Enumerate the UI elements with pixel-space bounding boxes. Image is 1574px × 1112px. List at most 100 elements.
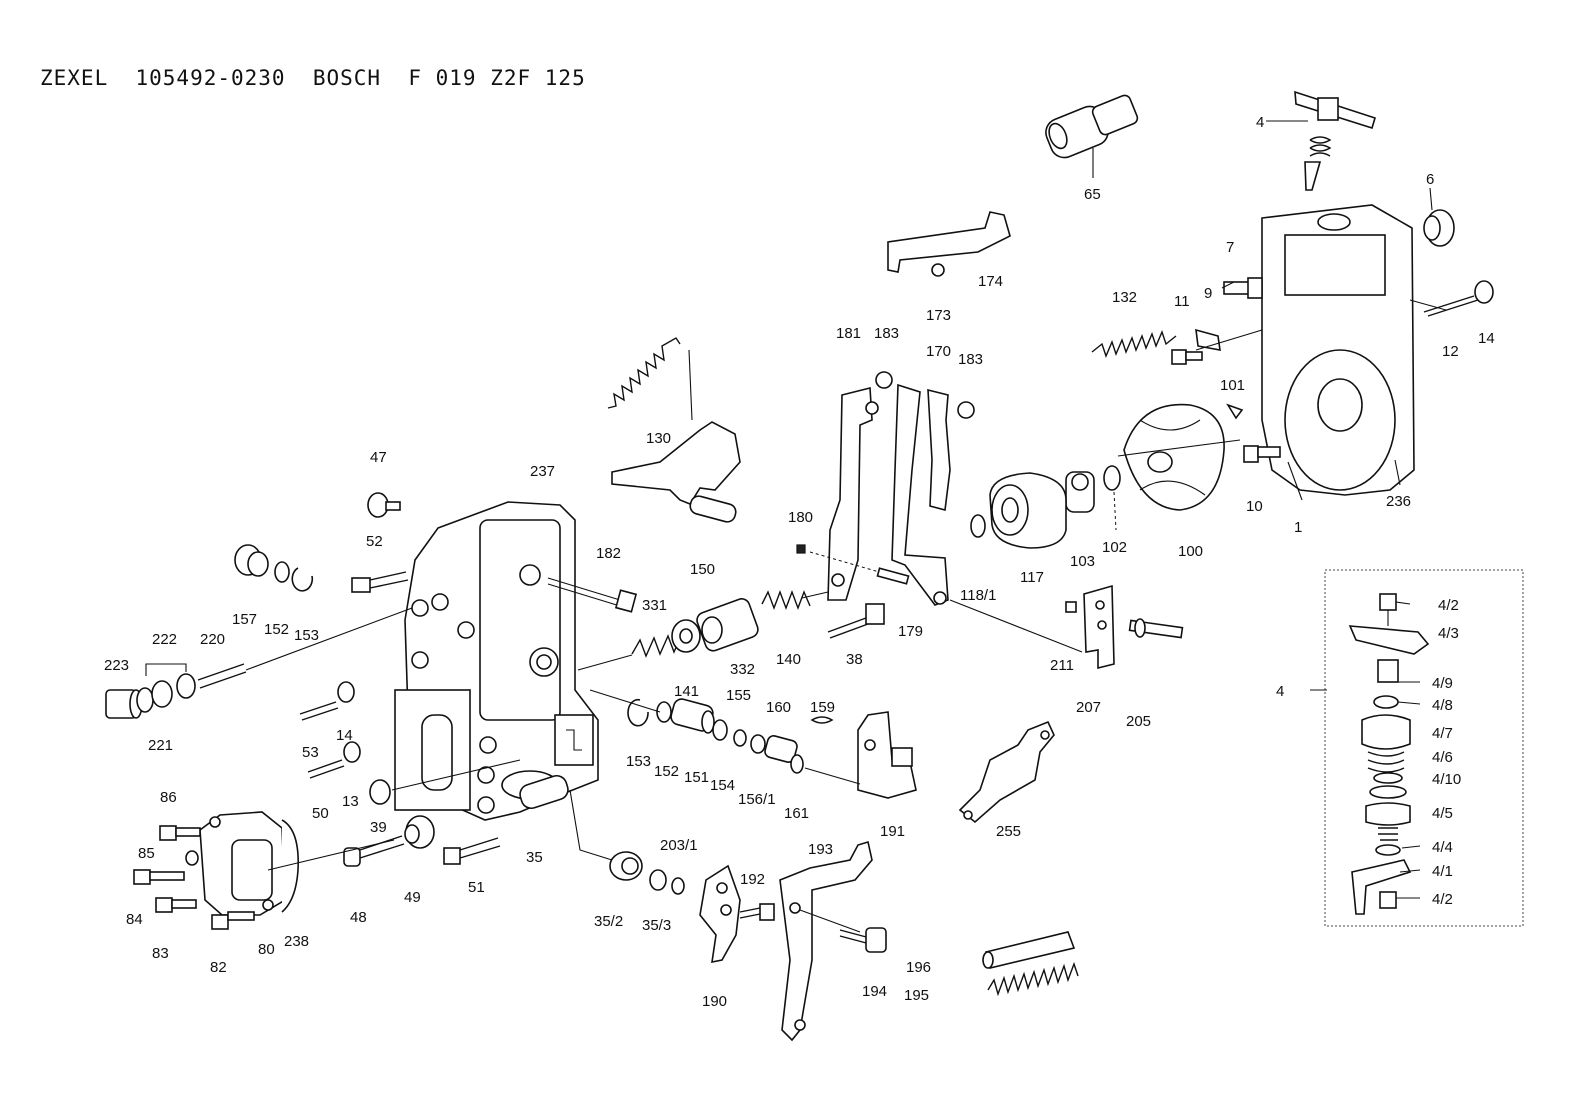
part-220-screw (197, 607, 413, 689)
label-180: 180 (788, 509, 813, 526)
part-86-bolt (159, 825, 201, 841)
part-160-sleeve (764, 735, 798, 763)
part-153-snap-ring (627, 698, 649, 727)
part-140-spring (761, 590, 829, 610)
label-12: 12 (1442, 343, 1459, 360)
label-152: 152 (654, 763, 679, 780)
label-39: 39 (370, 819, 387, 836)
part-170-corrector-lever (891, 383, 951, 606)
part-223-cap-nut (105, 689, 143, 719)
label-100: 100 (1178, 543, 1203, 560)
part-53-screw (299, 701, 339, 721)
label-117: 117 (1020, 569, 1044, 586)
label-151: 151 (684, 769, 709, 786)
part-192-bolt (739, 903, 775, 921)
label-159: 159 (810, 699, 835, 716)
label-53: 53 (302, 744, 319, 761)
label-35-2: 35/2 (594, 913, 623, 930)
part-132-spring (1091, 330, 1177, 358)
part-65-delivery-valve-holder (1045, 94, 1139, 178)
part-35-shaft (519, 774, 569, 810)
label-182: 182 (596, 545, 621, 562)
label-154: 154 (710, 777, 735, 794)
label-173: 173 (926, 307, 951, 324)
label-101: 101 (1220, 377, 1245, 394)
label-38: 38 (846, 651, 863, 668)
label-d4-3: 4/3 (1438, 625, 1459, 642)
part-80-cover (199, 811, 286, 916)
label-174: 174 (978, 273, 1003, 290)
label-14: 14 (1478, 330, 1495, 347)
part-82-bolt (211, 911, 255, 930)
label-65: 65 (1084, 186, 1101, 203)
label-183: 183 (874, 325, 899, 342)
part-47-bolt (367, 492, 401, 518)
label-196: 196 (906, 959, 931, 976)
part-190-stop-lever (699, 864, 741, 964)
part-183-ring (875, 371, 975, 419)
label-237: 237 (530, 463, 555, 480)
label-84: 84 (126, 911, 143, 928)
label-118-1: 118/1 (960, 587, 996, 604)
part-255-bracket (958, 720, 1055, 824)
label-193: 193 (808, 841, 833, 858)
label-d4-2b: 4/2 (1432, 891, 1453, 908)
part-51-bolt (443, 837, 501, 865)
label-170: 170 (926, 343, 951, 360)
part-161-washer (790, 754, 804, 774)
part-152-oring (274, 561, 290, 583)
part-150-control-lever (611, 421, 741, 523)
label-203-1: 203/1 (660, 837, 698, 854)
label-223: 223 (104, 657, 129, 674)
label-103: 103 (1070, 553, 1095, 570)
label-10: 10 (1246, 498, 1263, 515)
part-130-governor-spring (607, 337, 693, 421)
label-205: 205 (1126, 713, 1151, 730)
part-236-governor-housing (1261, 204, 1415, 496)
label-221: 221 (148, 737, 173, 754)
part-156-1-shim (750, 734, 766, 754)
label-153: 153 (626, 753, 651, 770)
part-labels: 4 65 6 7 174 173 132 11 9 12 14 181 183 … (104, 114, 1495, 1010)
label-48: 48 (350, 909, 367, 926)
label-207: 207 (1076, 699, 1101, 716)
part-154-washer (712, 719, 728, 741)
part-14-nut (337, 681, 355, 703)
part-49-nut (404, 815, 435, 849)
part-35-3-washer (649, 869, 667, 891)
part-11-bolt (1171, 349, 1203, 365)
label-7: 7 (1226, 239, 1234, 256)
part-174-link-lever (887, 211, 1011, 273)
label-d4-7: 4/7 (1432, 725, 1453, 742)
label-d4-4: 4/4 (1432, 839, 1453, 856)
part-39-nut (369, 779, 391, 805)
part-12-adjusting-screw (1423, 295, 1479, 317)
part-196-pipe (982, 931, 1076, 969)
part-84-bolt (133, 869, 185, 885)
label-47: 47 (370, 449, 387, 466)
label-191: 191 (880, 823, 905, 840)
label-52: 52 (366, 533, 383, 550)
part-207-bracket (1083, 584, 1115, 670)
label-238: 238 (284, 933, 309, 950)
label-132: 132 (1112, 289, 1137, 306)
label-d4-2: 4/2 (1438, 597, 1459, 614)
part-205-shaft (1128, 618, 1184, 639)
part-157-plug (234, 544, 269, 577)
part-181-tension-lever (827, 386, 879, 601)
page-title: ZEXEL 105492-0230 BOSCH F 019 Z2F 125 (40, 66, 586, 90)
label-d4-8: 4/8 (1432, 697, 1453, 714)
detail-leaders (1395, 601, 1421, 899)
label-153: 153 (294, 627, 319, 644)
part-48-screw (343, 835, 405, 867)
label-13: 13 (342, 793, 359, 810)
part-238-gasket (281, 819, 299, 913)
label-160: 160 (766, 699, 791, 716)
part-38-bolt (827, 603, 885, 639)
label-331: 331 (642, 597, 667, 614)
part-103-sleeve (1065, 471, 1095, 513)
label-49: 49 (404, 889, 421, 906)
label-d4: 4 (1276, 683, 1284, 700)
label-9: 9 (1204, 285, 1212, 302)
label-181: 181 (836, 325, 861, 342)
